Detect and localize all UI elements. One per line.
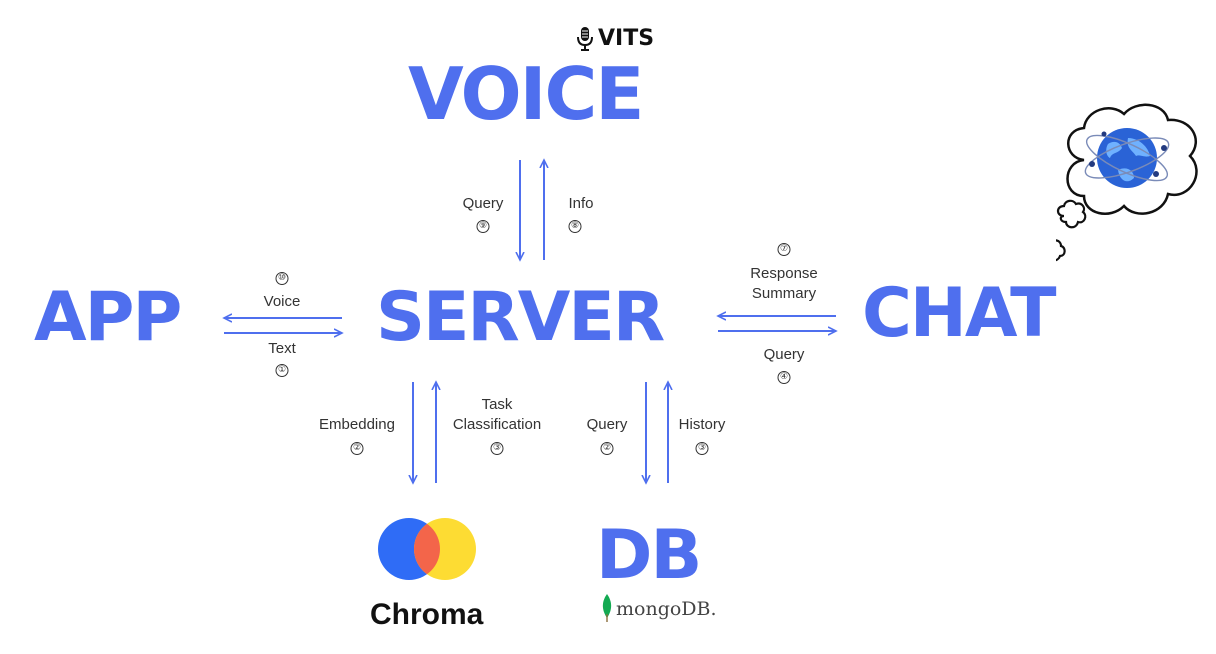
voice-node: VOICE [408,52,644,136]
chat-response-label-1: Response [750,265,818,282]
app-voice-label: Voice [263,293,301,310]
app-voice-step: ⑩ [275,272,289,285]
chat-node: CHAT [862,274,1057,353]
chat-query-label: Query [763,346,805,363]
chroma-task-label-1: Task [481,396,513,413]
microphone-icon [577,27,593,51]
voice-info-step: ⑧ [568,220,582,233]
chroma-embedding-label: Embedding [319,416,395,433]
app-text-step: ① [275,364,289,377]
chroma-task-step: ③ [490,442,504,455]
chat-response-step: ⑦ [777,243,791,256]
thought-cloud-icon [1056,103,1198,262]
db-query-step: ② [600,442,614,455]
chroma-task-label-2: Classification [452,416,542,433]
vits-text: VITS [598,26,655,51]
server-node: SERVER [376,278,665,357]
app-node: APP [34,278,182,357]
vits-logo: VITS [576,26,656,52]
db-query-label: Query [586,416,628,433]
db-history-label: History [678,416,726,433]
voice-info-label: Info [568,195,594,212]
db-history-step: ③ [695,442,709,455]
mongodb-leaf-icon [602,594,612,622]
chat-response-label-2: Summary [751,285,817,302]
app-text-label: Text [268,340,296,357]
voice-query-label: Query [462,195,504,212]
chroma-logo-icon [378,518,476,580]
chat-query-step: ④ [777,371,791,384]
voice-query-step: ⑨ [476,220,490,233]
mongodb-logo-text: mongoDB. [616,598,717,620]
chroma-embedding-step: ② [350,442,364,455]
db-node: DB [596,516,702,595]
globe-icon [1084,128,1170,188]
chroma-logo-text: Chroma [370,598,484,631]
